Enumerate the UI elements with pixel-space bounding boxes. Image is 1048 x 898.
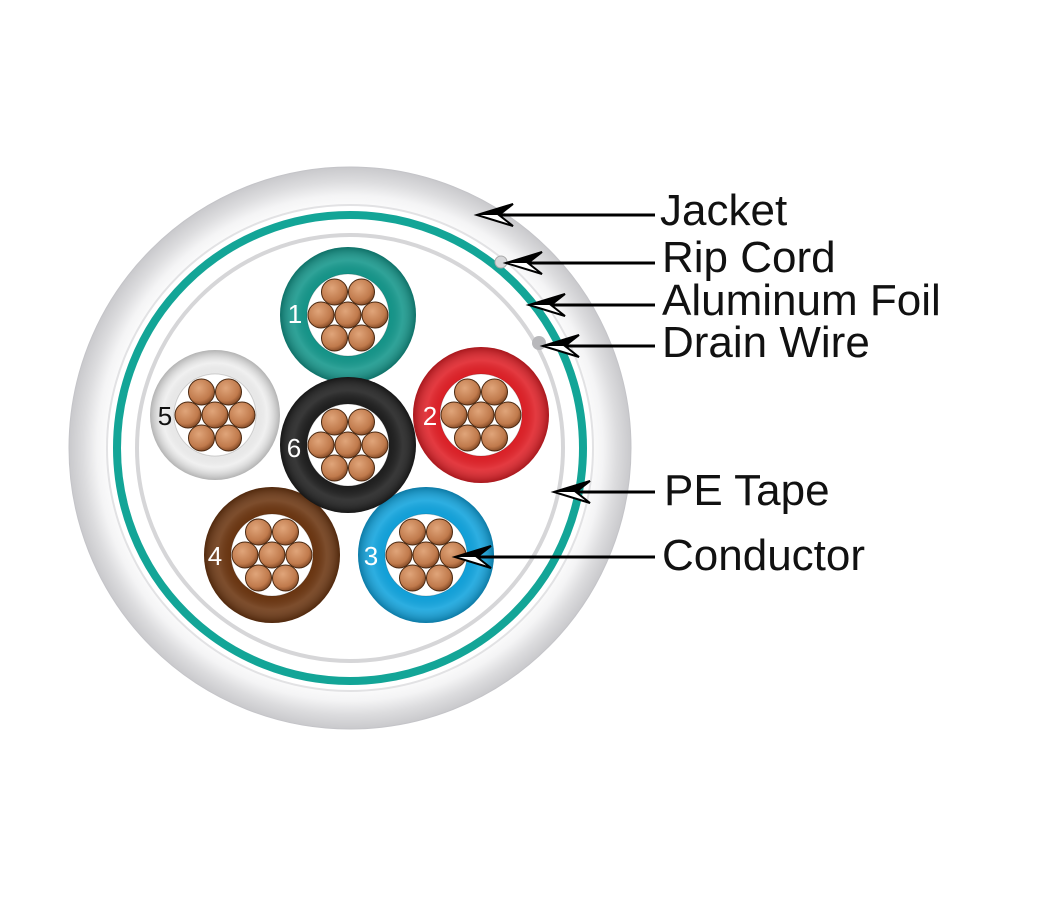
conductor-6: 6	[280, 377, 416, 513]
callout-aluminum-foil	[525, 293, 655, 317]
strand	[348, 408, 375, 436]
callout-conductor	[451, 545, 655, 569]
conductor-3: 3	[358, 487, 494, 623]
label-conductor: Conductor	[662, 531, 865, 580]
strand	[188, 378, 215, 406]
conductor-2: 2	[413, 347, 549, 483]
strand	[399, 564, 426, 592]
callouts	[451, 203, 655, 569]
strand	[231, 541, 259, 569]
pair-number: 5	[158, 401, 172, 431]
strand	[348, 278, 375, 306]
strand	[426, 518, 453, 546]
strand	[467, 401, 495, 429]
strand	[258, 541, 286, 569]
drain-wire	[532, 336, 546, 350]
conductor-1: 1	[280, 247, 416, 383]
strand	[334, 301, 362, 329]
conductor-5: 5	[150, 350, 280, 480]
strand	[245, 564, 272, 592]
strand	[228, 401, 256, 429]
pair-number: 6	[287, 433, 301, 463]
label-pe-tape: PE Tape	[664, 466, 830, 515]
label-jacket: Jacket	[660, 186, 787, 235]
strand	[361, 301, 389, 329]
strand	[426, 564, 453, 592]
labels: Jacket Rip Cord Aluminum Foil Drain Wire…	[660, 186, 941, 580]
label-aluminum-foil: Aluminum Foil	[662, 276, 941, 325]
arrowhead-fill	[529, 294, 565, 305]
arrowhead-fill	[506, 252, 542, 263]
strand	[188, 424, 215, 452]
strand	[481, 378, 508, 406]
strand	[215, 424, 242, 452]
strand	[321, 454, 348, 482]
strand	[321, 408, 348, 436]
pair-number: 3	[364, 541, 378, 571]
strand	[454, 378, 481, 406]
strand	[334, 431, 362, 459]
pair-number: 1	[288, 299, 302, 329]
pair-number: 4	[208, 541, 222, 571]
strand	[399, 518, 426, 546]
arrowhead-fill	[455, 546, 491, 557]
pair-number: 2	[423, 401, 437, 431]
strand	[174, 401, 202, 429]
strand	[321, 324, 348, 352]
rip-cord	[494, 255, 508, 269]
arrowhead-fill	[554, 481, 590, 492]
pe-tape	[113, 211, 587, 685]
arrowhead-fill	[543, 335, 579, 346]
callout-jacket	[473, 203, 655, 227]
strand	[454, 424, 481, 452]
strand	[440, 401, 468, 429]
callout-rip-cord	[502, 251, 655, 275]
callout-drain-wire	[539, 334, 655, 358]
conductor-pairs: 1 2 3 4 5 6	[150, 247, 549, 623]
label-rip-cord: Rip Cord	[662, 233, 836, 282]
label-drain-wire: Drain Wire	[662, 318, 870, 367]
strand	[215, 378, 242, 406]
strand	[494, 401, 522, 429]
strand	[321, 278, 348, 306]
arrowhead-fill	[477, 204, 513, 215]
strand	[385, 541, 413, 569]
strand	[481, 424, 508, 452]
strand	[272, 564, 299, 592]
strand	[285, 541, 313, 569]
strand	[307, 301, 335, 329]
strand	[272, 518, 299, 546]
conductor-4: 4	[204, 487, 340, 623]
callout-pe-tape	[550, 480, 655, 504]
strand	[348, 454, 375, 482]
strand	[412, 541, 440, 569]
strand	[307, 431, 335, 459]
strand	[245, 518, 272, 546]
strand	[361, 431, 389, 459]
strand	[348, 324, 375, 352]
strand	[201, 401, 229, 429]
